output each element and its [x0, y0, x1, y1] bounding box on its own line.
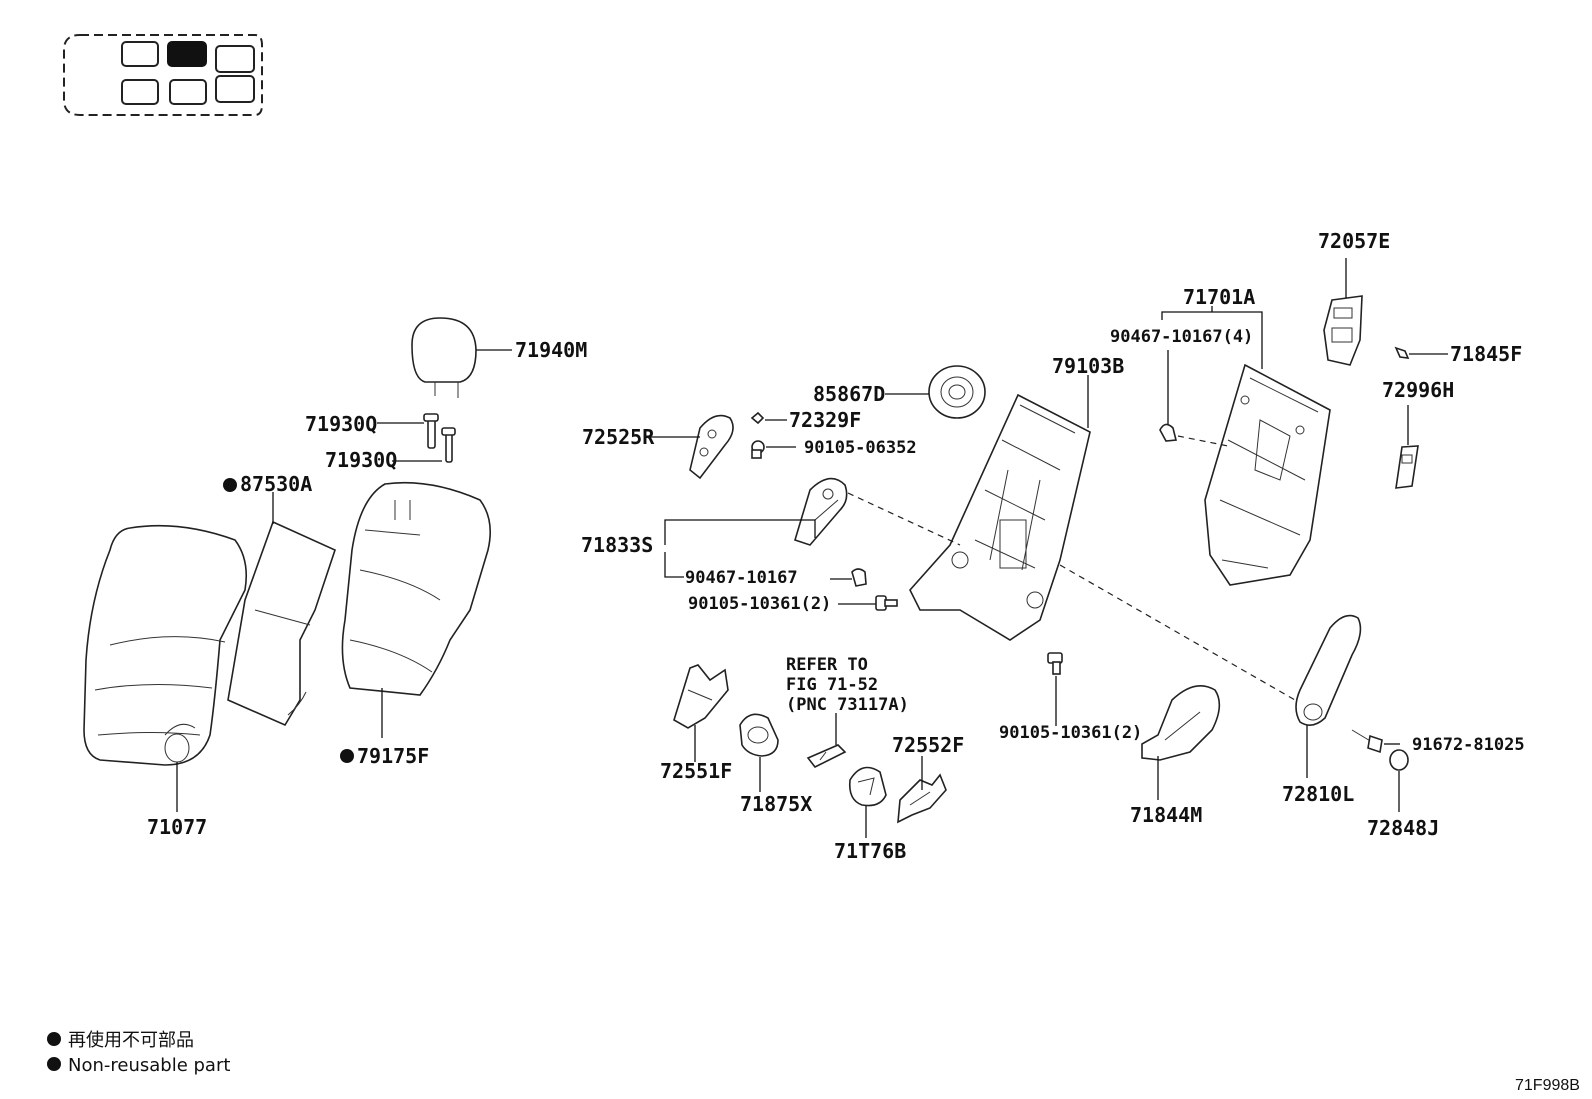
figure-code: 71F998B [1515, 1077, 1580, 1094]
seat-box-rear-right [215, 75, 255, 103]
seatback-cover-illustration [83, 524, 248, 766]
label-79103b: 79103B [1052, 354, 1124, 378]
seat-box-front-right [215, 45, 255, 73]
legend: 再使用不可部品 Non-reusable part [47, 1030, 230, 1076]
seatback-frame-illustration [909, 393, 1091, 641]
label-85867d: 85867D [813, 382, 885, 406]
label-72810l: 72810L [1282, 782, 1354, 806]
screw-06352-illustration [751, 440, 765, 459]
cover-71833s-illustration [794, 477, 848, 546]
non-reusable-marker-87530a [223, 478, 237, 492]
bolt-10361-right-illustration [1047, 652, 1063, 675]
cover-71844m-illustration [1141, 684, 1221, 761]
label-71845f: 71845F [1450, 342, 1522, 366]
lock-cover-72057e-illustration [1323, 295, 1363, 366]
legend-bullet-1 [47, 1032, 61, 1046]
headrest-illustration [411, 317, 477, 398]
speaker-illustration [928, 365, 986, 419]
label-72996h: 72996H [1382, 378, 1454, 402]
frame-assy-illustration [1204, 363, 1331, 586]
seat-box-front-left [121, 41, 159, 67]
clip-10167-4-illustration [1159, 423, 1178, 442]
label-71875x: 71875X [740, 792, 812, 816]
clip-10167-illustration [851, 568, 867, 587]
bracket-73117a-illustration [806, 744, 847, 769]
label-72551f: 72551F [660, 759, 732, 783]
seatback-pad-illustration [227, 520, 336, 727]
cover-71t76b-illustration [848, 766, 887, 807]
label-90105-06352: 90105-06352 [804, 438, 917, 458]
seat-box-rear-center [169, 79, 207, 105]
screw-81025-illustration [1351, 729, 1383, 754]
seat-box-rear-left [121, 79, 159, 105]
label-79175f: 79175F [357, 744, 429, 768]
label-72057e: 72057E [1318, 229, 1390, 253]
label-71t76b: 71T76B [834, 839, 906, 863]
bolt-10361-left-illustration [875, 595, 898, 611]
cover-72996h-illustration [1395, 445, 1419, 489]
armrest-72810l-illustration [1295, 614, 1362, 726]
label-90105-10361-2-left: 90105-10361(2) [688, 594, 831, 614]
label-71833s: 71833S [581, 533, 653, 557]
label-72329f: 72329F [789, 408, 861, 432]
cover-72552f-illustration [897, 773, 947, 824]
label-71930q-upper: 71930Q [305, 412, 377, 436]
label-90467-10167: 90467-10167 [685, 568, 798, 588]
label-90105-10361-2-right: 90105-10361(2) [999, 723, 1142, 743]
refer-note-line-3: (PNC 73117A) [786, 695, 909, 715]
label-91672-81025: 91672-81025 [1412, 735, 1525, 755]
clip-71845f-illustration [1394, 346, 1410, 359]
label-72525r: 72525R [582, 425, 655, 449]
cap-72848j-illustration [1389, 749, 1409, 771]
label-71701a: 71701A [1183, 285, 1255, 309]
headrest-support-illustration [423, 413, 456, 463]
hinge-cover-illustration [689, 414, 734, 480]
legend-japanese: 再使用不可部品 [68, 1030, 194, 1051]
legend-english: Non-reusable part [68, 1055, 230, 1076]
label-90467-10167-4: 90467-10167(4) [1110, 327, 1253, 347]
refer-note-line-1: REFER TO [786, 655, 868, 675]
label-71930q-lower: 71930Q [325, 448, 397, 472]
seat-position-map [63, 34, 263, 116]
clip-72329f-illustration [750, 411, 765, 425]
label-71077: 71077 [147, 815, 207, 839]
label-72552f: 72552F [892, 733, 964, 757]
seatback-frame-cover-illustration [341, 481, 491, 696]
label-71844m: 71844M [1130, 803, 1202, 827]
label-71940m: 71940M [515, 338, 587, 362]
label-72848j: 72848J [1367, 816, 1439, 840]
seat-box-front-center-selected [167, 41, 207, 67]
legend-bullet-2 [47, 1057, 61, 1071]
refer-note-line-2: FIG 71-52 [786, 675, 878, 695]
cover-72551f-illustration [673, 664, 729, 729]
label-87530a: 87530A [240, 472, 312, 496]
knob-71875x-illustration [739, 713, 779, 757]
non-reusable-marker-79175f [340, 749, 354, 763]
